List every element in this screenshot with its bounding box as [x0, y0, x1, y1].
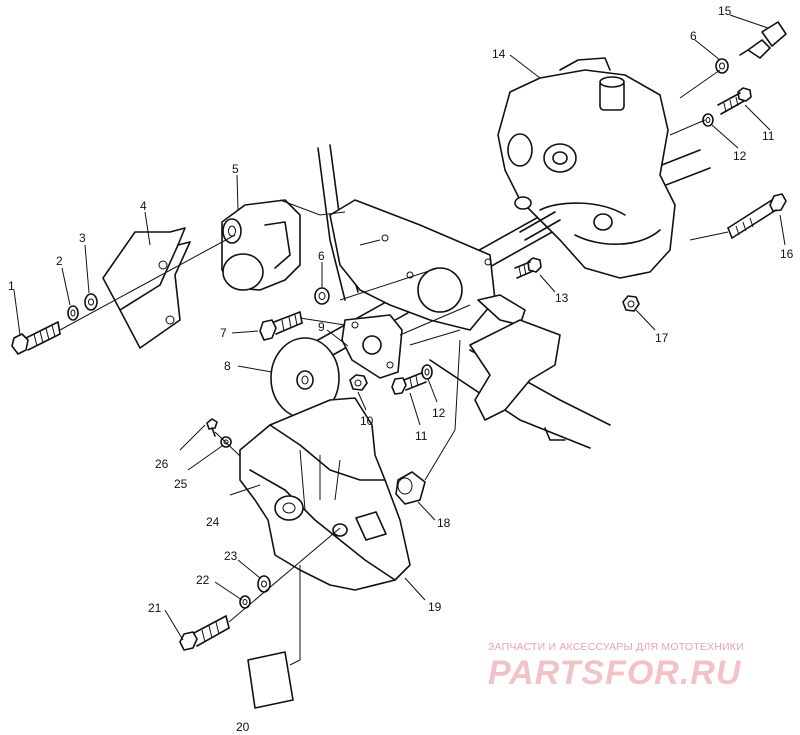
callout-4: 4: [140, 199, 147, 213]
part-6-washer-right: [715, 58, 729, 74]
part-16-long-bolt: [727, 193, 787, 239]
mount-plate: [329, 199, 526, 331]
part-9-flange: [341, 314, 403, 379]
callout-17: 17: [655, 331, 669, 345]
callout-21: 21: [148, 601, 162, 615]
part-6-washer-left: [314, 287, 330, 305]
bracket-arm: [469, 319, 561, 421]
part-11-bolt-middle: [391, 371, 427, 395]
callout-1: 1: [8, 279, 15, 293]
callout-13: 13: [555, 291, 569, 305]
callout-12-middle: 12: [432, 406, 446, 420]
callout-10: 10: [360, 414, 374, 428]
callout-19: 19: [428, 600, 442, 614]
part-17-nut: [622, 295, 640, 312]
callout-12-right: 12: [733, 149, 747, 163]
watermark: ЗАПЧАСТИ И АКСЕССУАРЫ ДЛЯ МОТОТЕХНИКИ PA…: [488, 641, 744, 692]
part-10-nut: [349, 374, 368, 391]
part-24-chain-guard-cover: [239, 397, 411, 591]
part-26-screw: [206, 418, 218, 437]
part-3-washer: [84, 293, 98, 311]
part-12-washer-right: [702, 113, 714, 127]
part-23-washer: [257, 575, 271, 593]
callout-26: 26: [155, 457, 169, 471]
part-20-decal: [247, 651, 294, 709]
callout-6-left: 6: [318, 249, 325, 263]
callout-2: 2: [56, 254, 63, 268]
callout-14: 14: [492, 47, 506, 61]
callout-23: 23: [224, 549, 238, 563]
part-11-bolt-right: [717, 87, 752, 115]
callout-25: 25: [174, 477, 188, 491]
part-4-bracket: [102, 227, 191, 349]
callout-6-right: 6: [690, 29, 697, 43]
callout-16: 16: [780, 247, 794, 261]
callout-11-right: 11: [762, 129, 775, 143]
part-18-spacer: [395, 471, 426, 505]
callout-24: 24: [206, 515, 220, 529]
callout-9: 9: [318, 320, 325, 334]
watermark-brand: PARTSFOR.RU: [488, 654, 742, 692]
callout-18: 18: [437, 516, 451, 530]
callout-7: 7: [220, 326, 227, 340]
callout-leaders: [13, 14, 786, 641]
callout-labels: 1 2 3 4 5 6 6 7 8 9 10 11 11 12 12 13 14…: [8, 4, 794, 734]
part-12-washer-middle: [421, 364, 433, 380]
callout-20: 20: [236, 720, 250, 734]
part-21-bolt: [179, 615, 230, 651]
callout-8: 8: [224, 359, 231, 373]
part-5-bearing-block: [221, 199, 301, 291]
watermark-tagline: ЗАПЧАСТИ И АКСЕССУАРЫ ДЛЯ МОТОТЕХНИКИ: [488, 641, 744, 653]
part-22-washer: [239, 595, 251, 609]
part-2-washer: [67, 305, 79, 321]
part-1-bolt: [11, 321, 61, 355]
callout-11-middle: 11: [415, 429, 428, 443]
part-7-bolt: [259, 311, 303, 341]
gearbox-housing: [497, 57, 676, 279]
part-15-fitting: [739, 21, 787, 59]
callout-3: 3: [79, 231, 86, 245]
alignment-lines: [59, 69, 729, 666]
part-13-bolt: [514, 257, 542, 279]
callout-5: 5: [232, 162, 239, 176]
callout-22: 22: [196, 573, 210, 587]
callout-15: 15: [718, 4, 732, 18]
